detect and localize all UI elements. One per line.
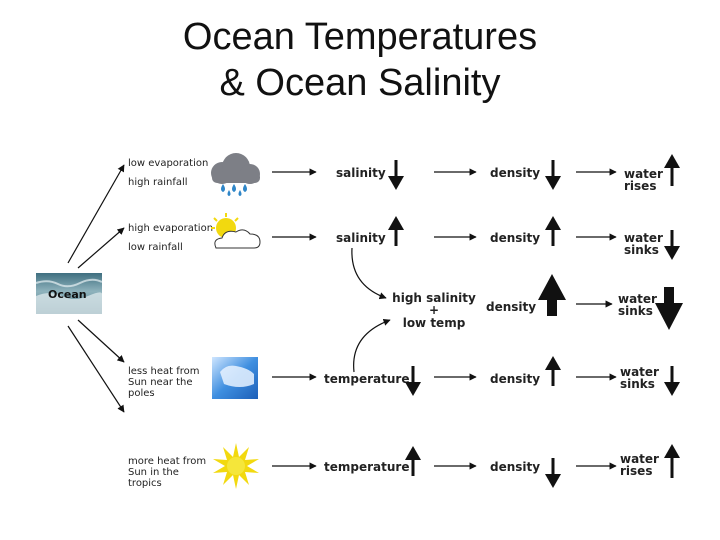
flow-arrows (272, 168, 617, 470)
result-label-line-1: water (624, 167, 663, 181)
branch-arrows (67, 164, 125, 413)
factor-label: temperature (324, 372, 409, 386)
result-label-line-2: rises (620, 464, 652, 478)
row-tropics: more heat from Sun in the tropics (128, 443, 259, 489)
density-label: density (490, 372, 540, 386)
slide-title: Ocean Temperatures & Ocean Salinity (0, 14, 720, 106)
result-down-arrow (664, 230, 680, 260)
combined-density-label: density (486, 300, 536, 314)
result-label-line-2: sinks (620, 377, 655, 391)
result-label-line-1: water (620, 365, 659, 379)
ocean-label: Ocean (48, 288, 87, 301)
curved-arrow-salinity (351, 247, 387, 300)
curved-arrow-temperature (353, 318, 391, 373)
density-down-arrow (545, 160, 561, 190)
result-label-line-1: water (620, 452, 659, 466)
ocean-image: Ocean (35, 273, 103, 314)
row-condition-line-2: high rainfall (128, 177, 188, 188)
branch-arrow-tropics (67, 325, 125, 413)
factor-label: salinity (336, 231, 386, 245)
factor-up-arrow (388, 216, 404, 246)
combined-density-up-arrow (538, 274, 566, 316)
density-up-arrow (545, 356, 561, 386)
factor-label: salinity (336, 166, 386, 180)
combined-result-line-2: sinks (618, 304, 653, 318)
row-poles: less heat from Sun near the poles (128, 357, 258, 399)
combined-line-2: low temp (403, 316, 466, 330)
row-condition-line-1: less heat from (128, 366, 200, 377)
result-up-arrow (664, 154, 680, 186)
row-condition-line-2: Sun in the (128, 467, 179, 478)
combined-line-1: high salinity (392, 291, 476, 305)
combined-result-line-1: water (618, 292, 657, 306)
density-label: density (490, 231, 540, 245)
factor-label: temperature (324, 460, 409, 474)
row-condition-line-1: high evaporation (128, 223, 213, 234)
factor-down-arrow (388, 160, 404, 190)
title-line-1: Ocean Temperatures (182, 16, 538, 58)
row-evaporation: high evaporation low rainfall (128, 213, 261, 253)
result-down-arrow (664, 366, 680, 396)
result-label-line-1: water (624, 231, 663, 245)
branch-arrow-evaporation (77, 227, 125, 269)
row-condition-line-2: low rainfall (128, 242, 183, 253)
combined-result-down-arrow (655, 287, 683, 330)
sun-icon (213, 443, 259, 489)
result-up-arrow (664, 444, 680, 478)
title-line-2: & Ocean Salinity (219, 62, 501, 104)
density-up-arrow (545, 216, 561, 246)
density-down-arrow (545, 458, 561, 488)
combined-plus: + (429, 303, 439, 317)
branch-arrow-rain (67, 164, 125, 264)
result-label-line-2: rises (624, 179, 656, 193)
density-label: density (490, 166, 540, 180)
sun-cloud-icon (211, 213, 261, 249)
result-label-line-2: sinks (624, 243, 659, 257)
factor-up-arrow (405, 446, 421, 476)
row-condition-line-1: more heat from (128, 456, 206, 467)
branch-arrow-poles (77, 319, 125, 363)
row-condition-line-1: low evaporation (128, 158, 208, 169)
iceberg-icon (212, 357, 258, 399)
density-label: density (490, 460, 540, 474)
row-rain: low evaporation high rainfall (128, 153, 260, 196)
factor-down-arrow (405, 366, 421, 396)
row-condition-line-2: Sun near the (128, 377, 193, 388)
rain-cloud-icon (211, 153, 260, 196)
row-condition-line-3: tropics (128, 478, 162, 489)
row-condition-line-3: poles (128, 388, 155, 399)
